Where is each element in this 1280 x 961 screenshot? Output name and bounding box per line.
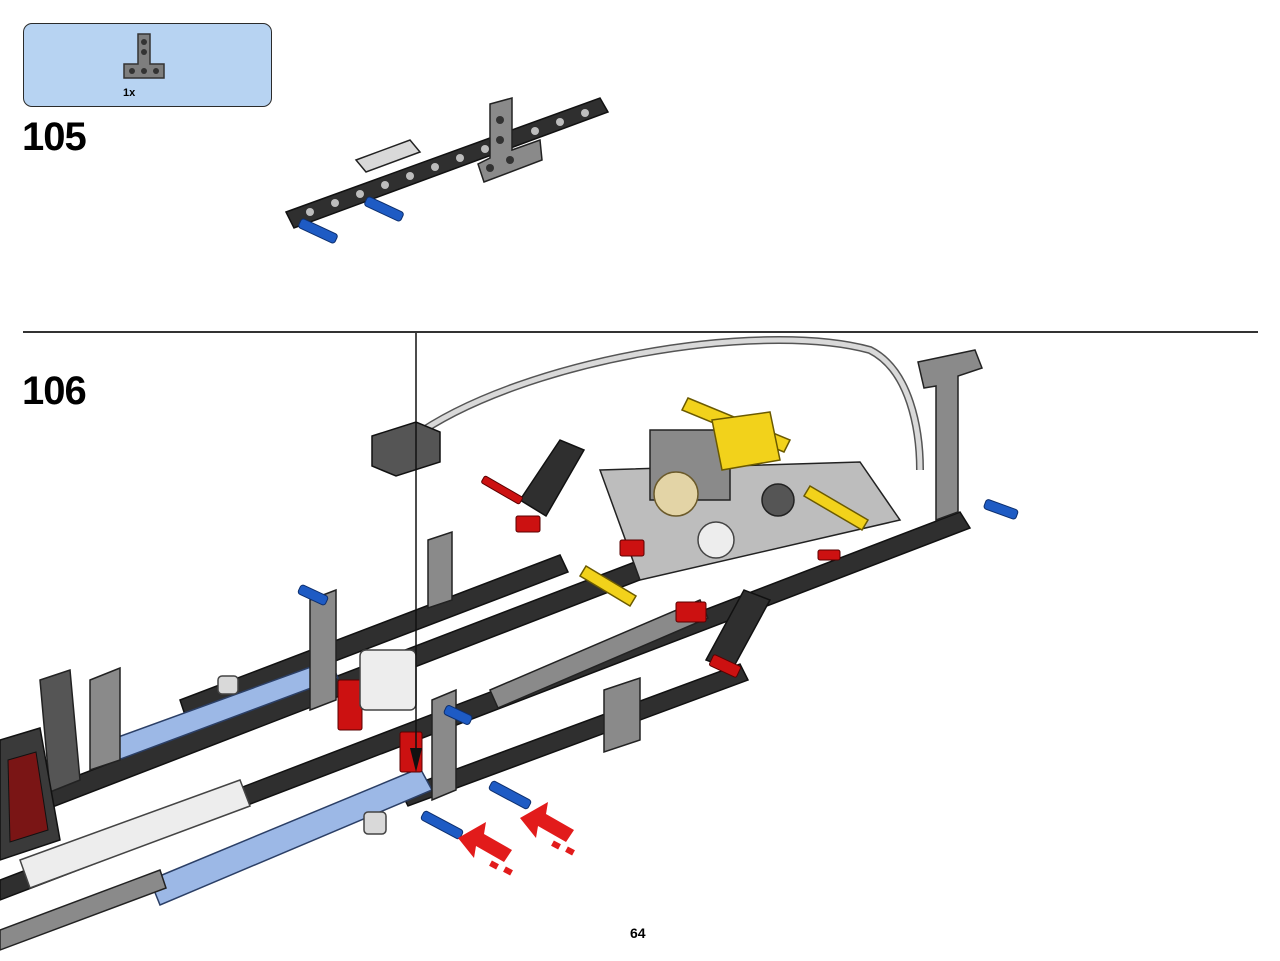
step-105-subassembly [284,97,610,244]
parts-callout: 1x [23,23,272,107]
blue-axle-pin [364,196,404,222]
page-number: 64 [630,925,646,941]
step-106-chassis [0,336,1019,951]
step-number-105: 105 [22,115,87,159]
step-number-106: 106 [22,369,87,413]
step-divider [23,331,1258,333]
blue-axle-pin [298,218,338,244]
part-quantity: 1x [123,87,136,99]
red-push-arrow [520,802,575,856]
red-push-arrow [458,822,513,876]
t-beam-part-icon [123,33,165,79]
placement-guide-line [410,333,422,772]
